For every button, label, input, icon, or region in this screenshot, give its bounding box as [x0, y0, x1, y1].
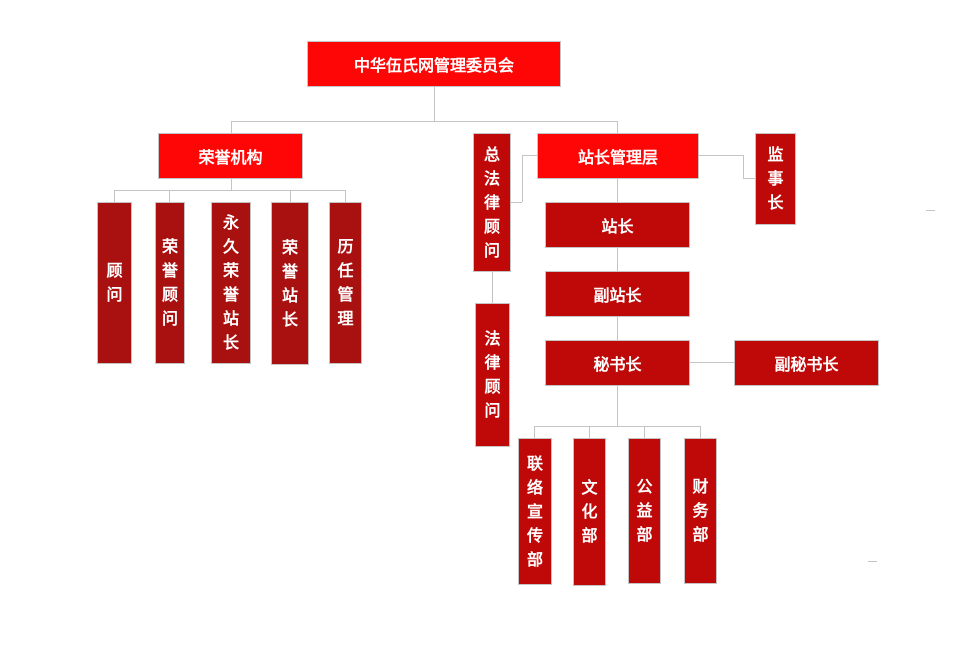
connector: [114, 190, 346, 191]
node-label: 荣誉顾问: [161, 237, 178, 328]
connector: [617, 385, 618, 426]
node-permanent-honorary-head: 永久荣誉站长: [211, 202, 251, 364]
node-honorary-advisor: 荣誉顾问: [155, 202, 185, 364]
node-deputy-secretary: 副秘书长: [734, 340, 879, 386]
node-deputy-head: 副站长: [545, 271, 690, 317]
node-label: 文化部: [581, 478, 598, 545]
connector: [522, 155, 537, 156]
node-finance-dept: 财务部: [684, 438, 717, 584]
node-root: 中华伍氏网管理委员会: [307, 41, 561, 87]
connector: [698, 155, 743, 156]
connector: [492, 271, 493, 303]
stray-mark: [868, 561, 877, 562]
node-label: 荣誉机构: [198, 148, 263, 167]
connector: [231, 121, 618, 122]
node-liaison-dept: 联络宣传部: [518, 438, 552, 585]
node-culture-dept: 文化部: [573, 438, 606, 586]
node-advisor: 顾问: [97, 202, 132, 364]
connector: [689, 362, 734, 363]
connector: [534, 426, 535, 438]
node-label: 站长管理层: [577, 148, 658, 167]
node-legal: 法律顾问: [475, 303, 510, 447]
node-supervisor: 监事长: [755, 133, 796, 225]
connector: [700, 426, 701, 438]
node-label: 中华伍氏网管理委员会: [353, 56, 514, 75]
connector: [743, 178, 755, 179]
node-label: 副秘书长: [774, 355, 839, 374]
node-label: 监事长: [767, 145, 784, 212]
node-label: 秘书长: [593, 355, 642, 374]
connector: [743, 155, 744, 178]
node-label: 总法律顾问: [483, 144, 500, 260]
node-label: 永久荣誉站长: [222, 213, 239, 352]
node-label: 公益部: [636, 477, 653, 544]
node-label: 站长: [601, 217, 634, 236]
node-label: 副站长: [593, 286, 642, 305]
connector: [522, 155, 523, 202]
connector: [534, 426, 701, 427]
connector: [644, 426, 645, 438]
connector: [169, 190, 170, 202]
connector: [290, 190, 291, 202]
connector: [114, 190, 115, 202]
connector: [231, 121, 232, 133]
connector: [589, 426, 590, 438]
node-label: 荣誉站长: [281, 237, 298, 329]
connector: [434, 86, 435, 121]
connector: [231, 178, 232, 190]
connector: [510, 202, 522, 203]
stray-mark: [926, 210, 935, 211]
node-secretary: 秘书长: [545, 340, 690, 386]
node-past-management: 历任管理: [329, 202, 362, 364]
node-label: 法律顾问: [484, 329, 501, 420]
node-label: 顾问: [106, 261, 123, 304]
connector: [345, 190, 346, 202]
node-management: 站长管理层: [537, 133, 699, 179]
node-chief-legal: 总法律顾问: [473, 133, 511, 272]
node-head: 站长: [545, 202, 690, 248]
node-label: 历任管理: [337, 237, 354, 328]
node-honor: 荣誉机构: [158, 133, 303, 179]
connector: [617, 121, 618, 133]
node-honorary-head: 荣誉站长: [271, 202, 309, 365]
node-label: 联络宣传部: [526, 453, 543, 569]
node-label: 财务部: [692, 477, 709, 544]
node-charity-dept: 公益部: [628, 438, 661, 584]
connector: [617, 178, 618, 340]
